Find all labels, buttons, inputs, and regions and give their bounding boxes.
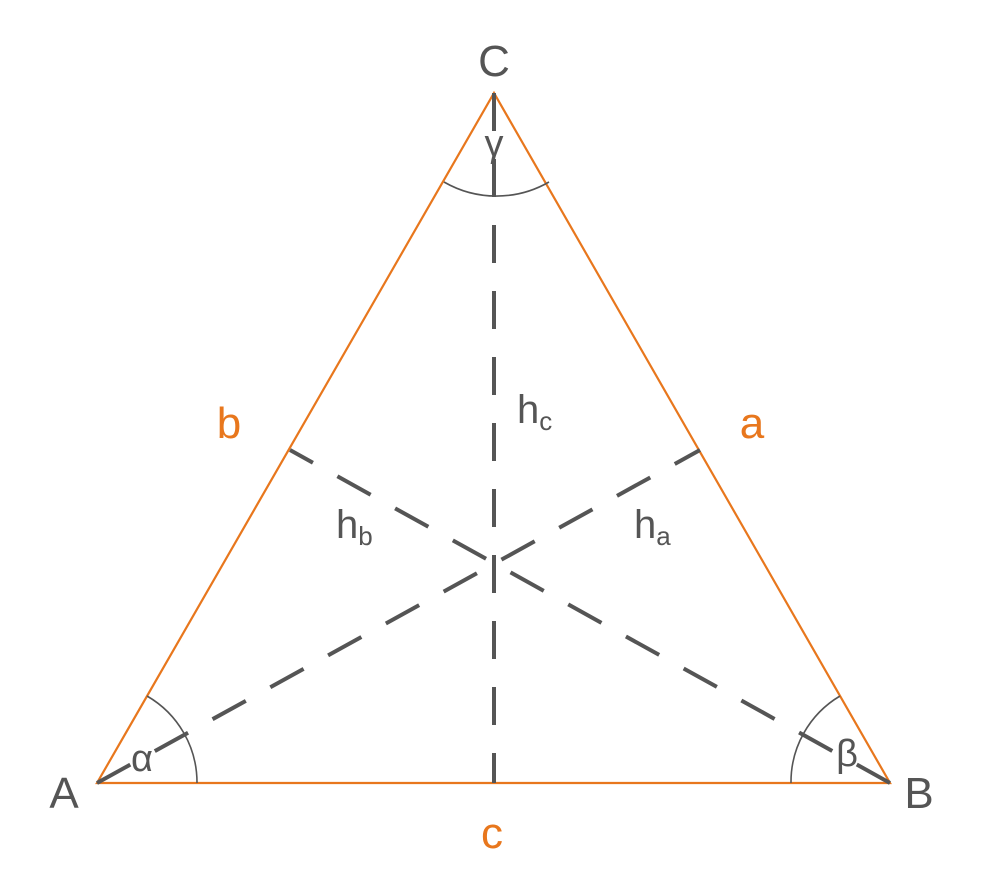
vertex-label-b: B <box>904 769 933 818</box>
angle-arc-alpha <box>146 695 198 784</box>
side-label-a: a <box>740 399 765 448</box>
angle-label-gamma: γ <box>485 123 504 165</box>
angle-arc-gamma <box>443 181 550 197</box>
altitude-ha <box>96 448 701 785</box>
side-label-b: b <box>217 399 241 448</box>
angle-label-beta: β <box>836 733 858 775</box>
side-label-c: c <box>481 809 503 858</box>
altitude-label-ha: ha <box>634 503 671 551</box>
altitude-label-hb: hb <box>336 503 373 551</box>
angle-label-alpha: α <box>131 738 153 780</box>
vertex-label-a: A <box>49 769 79 818</box>
vertex-label-c: C <box>478 37 510 86</box>
altitude-hb <box>289 448 891 785</box>
altitude-label-hc: hc <box>517 388 552 436</box>
